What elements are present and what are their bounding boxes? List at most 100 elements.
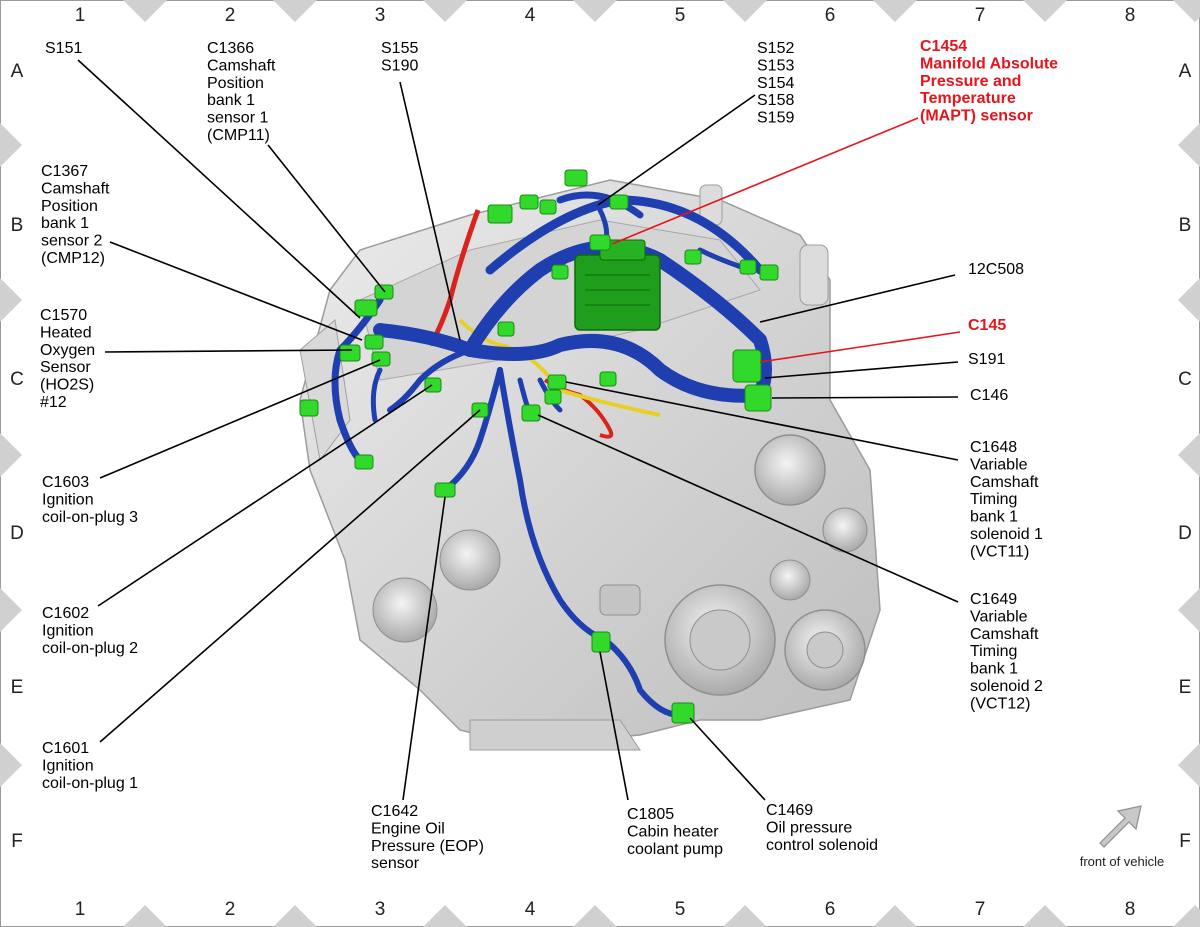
callout-c1603-line: C1603 <box>42 474 89 491</box>
callout-s152-line: S152 <box>757 40 794 57</box>
callout-s152-line: S159 <box>757 110 794 127</box>
callout-c1805-line: coolant pump <box>627 841 723 858</box>
callout-c1601-line: C1601 <box>42 740 89 757</box>
grid-column-top-4: 4 <box>525 5 536 26</box>
callout-c1469-line: Oil pressure <box>766 819 852 836</box>
leader-c1367 <box>109 241 363 341</box>
leader-c1602 <box>97 384 433 607</box>
ac-compressor-hub <box>806 631 844 669</box>
callout-s152-line: S158 <box>757 92 794 109</box>
front-of-vehicle-label: front of vehicle <box>1080 854 1165 869</box>
frame-diamond-bottom <box>1023 905 1067 927</box>
callout-c1454-line: (MAPT) sensor <box>920 108 1033 125</box>
grid-column-top-6: 6 <box>825 5 836 26</box>
grid-column-top-8: 8 <box>1125 5 1136 26</box>
frame-diamond-left <box>0 588 22 632</box>
rear-bracket <box>799 244 829 306</box>
frame-diamond-right <box>1178 123 1200 167</box>
grid-row-left-A: A <box>11 61 24 82</box>
callout-c1366-line: C1366 <box>207 40 254 57</box>
grid-column-top-5: 5 <box>675 5 686 26</box>
frame-diamond-top <box>573 0 617 22</box>
callout-c1366-line: bank 1 <box>207 92 255 109</box>
grid-column-bottom-7: 7 <box>975 899 986 920</box>
leader-c1469 <box>689 717 766 801</box>
callout-c1649-line: bank 1 <box>970 661 1018 678</box>
callout-c1367-line: Camshaft <box>41 180 110 197</box>
callout-c1366-line: sensor 1 <box>207 110 268 127</box>
grid-column-bottom-6: 6 <box>825 899 836 920</box>
leader-c1454 <box>611 117 919 245</box>
callout-c1469-line: control solenoid <box>766 837 878 854</box>
frame-diamond-bottom <box>1173 905 1200 927</box>
coolant-pump-body <box>599 584 641 616</box>
frame-diamond-right <box>1178 743 1200 787</box>
callout-c1603-line: Ignition <box>42 491 94 508</box>
callout-c1570-line: Heated <box>40 324 92 341</box>
turbo-housing <box>372 577 438 643</box>
callout-c1648-line: Camshaft <box>970 474 1039 491</box>
frame-diamond-right <box>1178 588 1200 632</box>
frame-diamond-top <box>1023 0 1067 22</box>
callout-s191-line: S191 <box>968 351 1005 368</box>
grid-row-left-E: E <box>11 677 24 698</box>
callout-c1454-line: Temperature <box>920 90 1016 107</box>
water-outlet <box>439 529 501 591</box>
callout-c1570-line: #12 <box>40 394 67 411</box>
callout-s155-line: S155 <box>381 40 418 57</box>
grid-column-bottom-3: 3 <box>375 899 386 920</box>
connectors <box>299 169 779 724</box>
callout-c1570-line: Oxygen <box>40 342 95 359</box>
tensioner-pulley <box>769 559 811 601</box>
callout-c12c508: 12C508 <box>968 261 1024 278</box>
frame-diamond-left <box>0 278 22 322</box>
callout-c1366-line: (CMP11) <box>207 127 270 144</box>
callout-c1648-line: bank 1 <box>970 509 1018 526</box>
front-of-vehicle-indicator: front of vehicle <box>1080 805 1165 869</box>
grid-row-right-F: F <box>1179 831 1191 852</box>
leader-c1649 <box>537 414 959 603</box>
callout-c1648-line: Variable <box>970 456 1028 473</box>
callout-c1648-line: C1648 <box>970 439 1017 456</box>
leader-c1648 <box>565 381 959 461</box>
grid-row-right-B: B <box>1179 215 1192 236</box>
leader-c1642 <box>402 496 446 801</box>
grid-column-bottom-4: 4 <box>525 899 536 920</box>
callout-c1601-line: Ignition <box>42 757 94 774</box>
grid-column-bottom-8: 8 <box>1125 899 1136 920</box>
frame-diamond-bottom <box>723 905 767 927</box>
callout-c1570-line: C1570 <box>40 307 87 324</box>
leader-lines <box>77 59 961 801</box>
callout-s155-line: S190 <box>381 57 418 74</box>
callout-c1570-line: Sensor <box>40 359 91 376</box>
frame-diamond-top <box>723 0 767 22</box>
callout-c146-line: C146 <box>970 387 1008 404</box>
callout-c1367-line: (CMP12) <box>41 250 105 267</box>
callout-c1805-line: C1805 <box>627 806 674 823</box>
arrow-up-right-icon <box>1099 805 1142 848</box>
frame-diamond-bottom <box>123 905 167 927</box>
callout-c145-line: C145 <box>968 317 1006 334</box>
grid-row-left-F: F <box>11 831 23 852</box>
callout-c1603-line: coil-on-plug 3 <box>42 509 138 526</box>
leader-c1366 <box>267 144 386 293</box>
callout-c1601-line: coil-on-plug 1 <box>42 775 138 792</box>
grid-row-right-C: C <box>1178 369 1192 390</box>
callout-s191: S191 <box>968 351 1005 368</box>
leader-12c508 <box>759 274 956 323</box>
leader-c1603 <box>99 359 381 479</box>
callout-c1648-line: Timing <box>970 491 1017 508</box>
callout-c145: C145 <box>968 317 1006 334</box>
callout-c1642-line: sensor <box>371 855 420 872</box>
